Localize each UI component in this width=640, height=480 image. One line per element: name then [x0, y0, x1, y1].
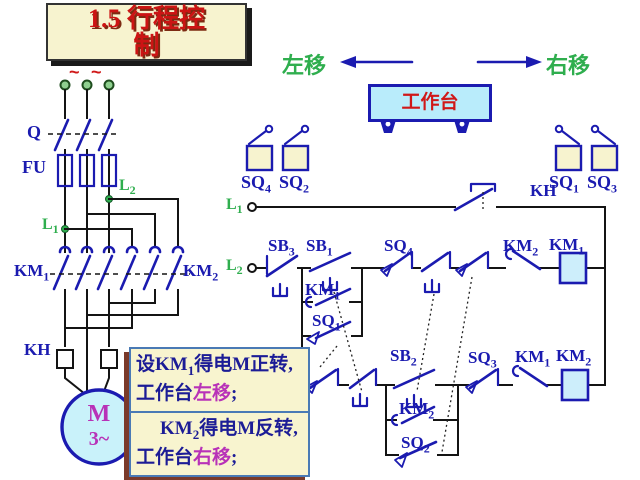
l2-terminal-icon	[247, 263, 257, 273]
label-sq1-stand: SQ1	[549, 172, 580, 196]
sb1-nc-contact-icon	[348, 367, 378, 408]
label-fu: FU	[22, 157, 46, 177]
label-km2-self: KM2	[399, 399, 435, 422]
sb2-nc-contact-icon	[420, 250, 452, 294]
kh-contact-icon	[453, 182, 497, 212]
label-km1-power: KM1	[14, 261, 50, 284]
label-km2-power: KM2	[183, 261, 219, 284]
label-km1-interlock: KM1	[515, 347, 551, 370]
km2-coil-icon	[560, 368, 590, 402]
label-km1-coil: KM1	[549, 235, 585, 258]
title-box: 1.5 行程控 制	[46, 3, 247, 61]
fuse-icons	[56, 153, 118, 188]
km1-interlock-contact-icon	[511, 364, 549, 388]
supply-terminal-icons	[59, 79, 115, 91]
sq4-nc-contact-icon	[380, 250, 414, 277]
sq2-no-contact-icon	[394, 440, 438, 468]
page-title-line1: 1.5 行程控	[87, 4, 205, 33]
sb2-start-button-icon	[392, 368, 436, 409]
sq3-stand-icon	[590, 124, 619, 172]
label-sq2-stand: SQ2	[279, 172, 310, 196]
label-sq3-stand: SQ3	[587, 172, 618, 196]
note-line-km1: 设KM1得电M正转, 工作台左移;	[136, 354, 293, 404]
move-right-label: 右移	[546, 53, 591, 78]
label-l2-power: L2	[119, 177, 136, 198]
label-km2-interlock: KM2	[503, 236, 539, 259]
page-title-line2: 制	[133, 31, 160, 60]
control-circuit	[247, 182, 606, 468]
label-kh-power: KH	[24, 340, 51, 359]
label-sq4-stand: SQ4	[241, 172, 272, 196]
label-l2-ctrl: L2	[226, 257, 243, 278]
right-arrow-icon	[476, 56, 542, 68]
power-circuit	[48, 79, 190, 466]
label-sq1-aux: SQ1	[312, 311, 341, 334]
km1-aux-contact-icon	[304, 287, 352, 309]
sq4-stand-icon	[245, 124, 274, 172]
km2-aux-contact-icon	[390, 405, 436, 427]
move-left-label: 左移	[282, 53, 327, 78]
scene-graphics	[245, 56, 619, 172]
mechanical-link-lines	[319, 276, 473, 453]
km1-coil-icon	[558, 251, 588, 285]
left-arrow-icon	[340, 56, 414, 68]
motor-phase-label: 3~	[88, 428, 110, 450]
label-q: Q	[27, 122, 42, 142]
l1-terminal-icon	[247, 202, 257, 212]
supply-tilde-2: ~	[91, 62, 102, 82]
label-km1-aux: KM1	[305, 280, 341, 303]
km2-main-contacts-icon	[119, 245, 190, 291]
km1-main-contacts-icon	[50, 245, 120, 291]
label-kh-ctrl: KH	[530, 181, 557, 200]
label-km2-coil: KM2	[556, 346, 592, 369]
note-line-km2: KM2得电M反转, 工作台右移;	[131, 411, 308, 475]
sq3-nc-contact-icon	[465, 367, 500, 394]
label-sq3-ctrl: SQ3	[468, 348, 497, 371]
km2-interlock-contact-icon	[504, 247, 542, 271]
label-sb1: SB1	[306, 236, 333, 259]
label-sq2-self: SQ2	[401, 433, 430, 456]
label-sb3: SB3	[268, 236, 295, 259]
sq1-nc-contact-icon	[305, 367, 340, 394]
label-sq4-ctrl: SQ4	[384, 236, 413, 259]
sb1-start-button-icon	[308, 251, 352, 292]
sq1-stand-icon	[554, 124, 583, 172]
label-sb2: SB2	[390, 346, 417, 369]
worktable-wheel-icons	[380, 120, 470, 133]
label-l1-ctrl: L1	[226, 196, 243, 217]
sq1-no-contact-icon	[306, 320, 352, 345]
sq2-nc-contact-icon	[455, 250, 490, 277]
q-switch-icon	[48, 118, 118, 152]
label-l1-power: L1	[42, 216, 59, 237]
sq2-stand-icon	[281, 124, 310, 172]
note-box: 设KM1得电M正转, 工作台左移; KM2得电M反转, 工作台右移;	[129, 347, 310, 477]
motor-m-label: M	[87, 401, 111, 427]
sb3-stop-button-icon	[265, 254, 299, 298]
worktable-box: 工作台	[368, 84, 492, 122]
supply-tilde-1: ~	[69, 62, 80, 82]
